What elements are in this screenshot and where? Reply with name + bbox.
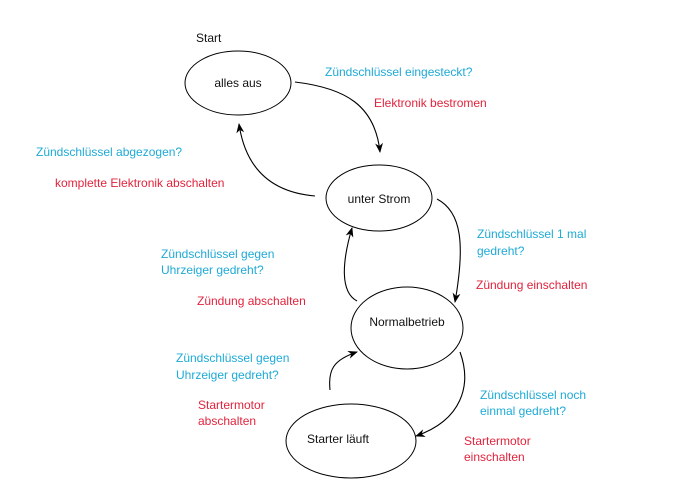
condition-key-turned-again-2: einmal gedreht?	[480, 404, 566, 418]
condition-key-counterclockwise-2: Uhrzeiger gedreht?	[161, 263, 264, 277]
action-starter-on-1: Startermotor	[464, 434, 531, 448]
action-ignition-off: Zündung abschalten	[197, 294, 306, 308]
condition-starter-counterclockwise-1: Zündschlüssel gegen	[176, 351, 289, 365]
edge-strom-to-aus	[236, 123, 316, 197]
edge-strom-to-normal	[436, 198, 461, 303]
state-starter-laeuft	[285, 403, 417, 479]
state-normalbetrieb-label: Normalbetrieb	[369, 315, 445, 329]
state-starter-laeuft-label: Starter läuft	[307, 432, 370, 446]
state-normalbetrieb	[350, 286, 464, 370]
state-unter-strom	[325, 164, 433, 232]
edge-starter-to-normal	[329, 351, 358, 391]
edge-normal-to-starter	[415, 351, 466, 437]
condition-key-inserted: Zündschlüssel eingesteckt?	[325, 65, 473, 79]
condition-starter-counterclockwise-2: Uhrzeiger gedreht?	[176, 368, 279, 382]
state-alles-aus	[184, 50, 292, 116]
action-starter-off-1: Startermotor	[198, 398, 265, 412]
edge-aus-to-strom	[294, 81, 383, 153]
edge-normal-to-strom	[343, 227, 358, 302]
condition-key-counterclockwise-1: Zündschlüssel gegen	[161, 247, 274, 261]
action-all-electronics-off: komplette Elektronik abschalten	[55, 176, 224, 190]
condition-key-removed: Zündschlüssel abgezogen?	[36, 145, 182, 159]
condition-key-turned-once-1: Zündschlüssel 1 mal	[477, 227, 586, 241]
condition-key-turned-once-2: gedreht?	[477, 244, 525, 258]
action-ignition-on: Zündung einschalten	[476, 278, 587, 292]
condition-key-turned-again-1: Zündschlüssel noch	[480, 388, 586, 402]
action-starter-off-2: abschalten	[198, 414, 256, 428]
state-unter-strom-label: unter Strom	[348, 192, 411, 206]
action-power-electronics: Elektronik bestromen	[374, 96, 487, 110]
action-starter-on-2: einschalten	[464, 450, 525, 464]
state-alles-aus-label: alles aus	[214, 76, 261, 90]
start-label: Start	[196, 31, 222, 45]
